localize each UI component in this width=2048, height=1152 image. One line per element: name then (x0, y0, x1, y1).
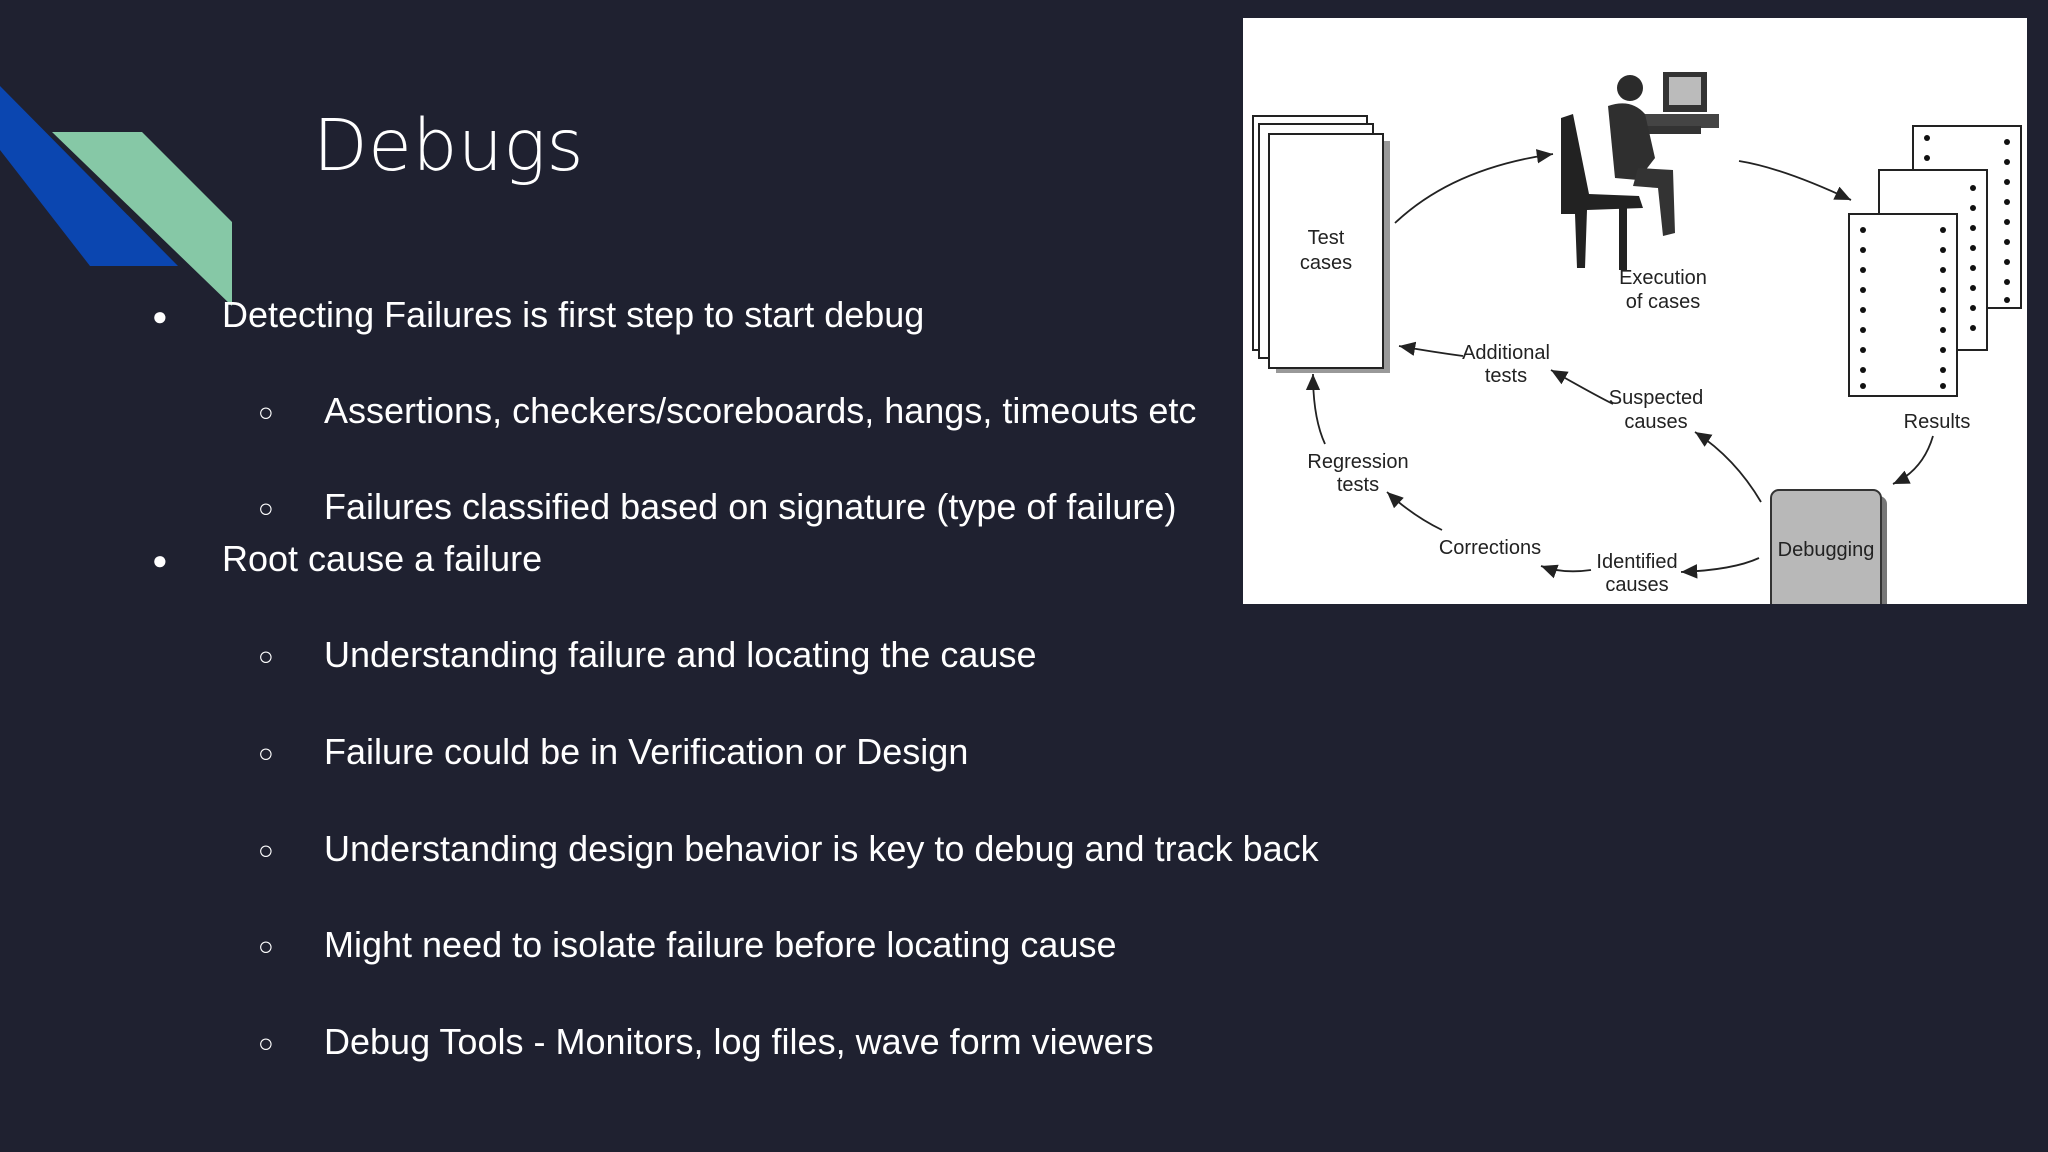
green-stripe (52, 132, 232, 306)
regression-tests-label: Regression (1307, 451, 1408, 473)
bullet-marker: ○ (258, 835, 274, 865)
suspected-causes-label-2: causes (1624, 411, 1687, 433)
corrections-label: Corrections (1439, 537, 1541, 559)
test-cases-label-2: cases (1300, 252, 1352, 274)
debugging-cycle-figure: Test cases Execution of cases (1243, 18, 2027, 620)
bullet-marker: ○ (258, 738, 274, 768)
bullet-item: Might need to isolate failure before loc… (324, 924, 1117, 965)
bullet-marker: ○ (258, 931, 274, 961)
test-cases-stack (1252, 115, 1390, 373)
bullet-item: Understanding failure and locating the c… (324, 634, 1037, 675)
test-cases-label: Test (1308, 227, 1345, 249)
slide-title: Debugs (313, 104, 585, 187)
bullet-item: Detecting Failures is first step to star… (222, 294, 925, 335)
bullet-marker: ● (152, 301, 168, 331)
bullet-item: Understanding design behavior is key to … (324, 828, 1319, 869)
bullet-marker: ● (152, 545, 168, 575)
bullet-item: Failures classified based on signature (… (324, 486, 1177, 527)
bullet-marker: ○ (258, 641, 274, 671)
execution-label-2: of cases (1626, 291, 1700, 313)
results-stack (1848, 125, 2022, 397)
blue-stripe (0, 86, 178, 266)
regression-tests-label-2: tests (1337, 474, 1379, 496)
additional-tests-label: Additional (1462, 342, 1550, 364)
suspected-causes-label: Suspected (1609, 387, 1704, 409)
identified-causes-label-2: causes (1605, 574, 1668, 596)
cycle-arrows (1305, 149, 1934, 579)
execution-label: Execution (1619, 267, 1707, 289)
identified-causes-label: Identified (1596, 551, 1677, 573)
bullet-item: Failure could be in Verification or Desi… (324, 731, 969, 772)
debugging-cycle-diagram: Test cases Execution of cases (1252, 72, 2022, 620)
corner-decoration (0, 86, 232, 306)
bullet-item: Root cause a failure (222, 538, 543, 579)
debugging-label: Debugging (1778, 539, 1875, 561)
bullet-marker: ○ (258, 493, 274, 523)
bullet-item: Debug Tools - Monitors, log files, wave … (324, 1021, 1154, 1062)
debugging-box (1770, 489, 1887, 620)
results-label: Results (1904, 411, 1971, 433)
person-at-computer-icon (1561, 72, 1719, 270)
bullet-marker: ○ (258, 1028, 274, 1058)
bullet-marker: ○ (258, 397, 274, 427)
bullet-item: Assertions, checkers/scoreboards, hangs,… (324, 390, 1197, 431)
additional-tests-label-2: tests (1485, 365, 1527, 387)
